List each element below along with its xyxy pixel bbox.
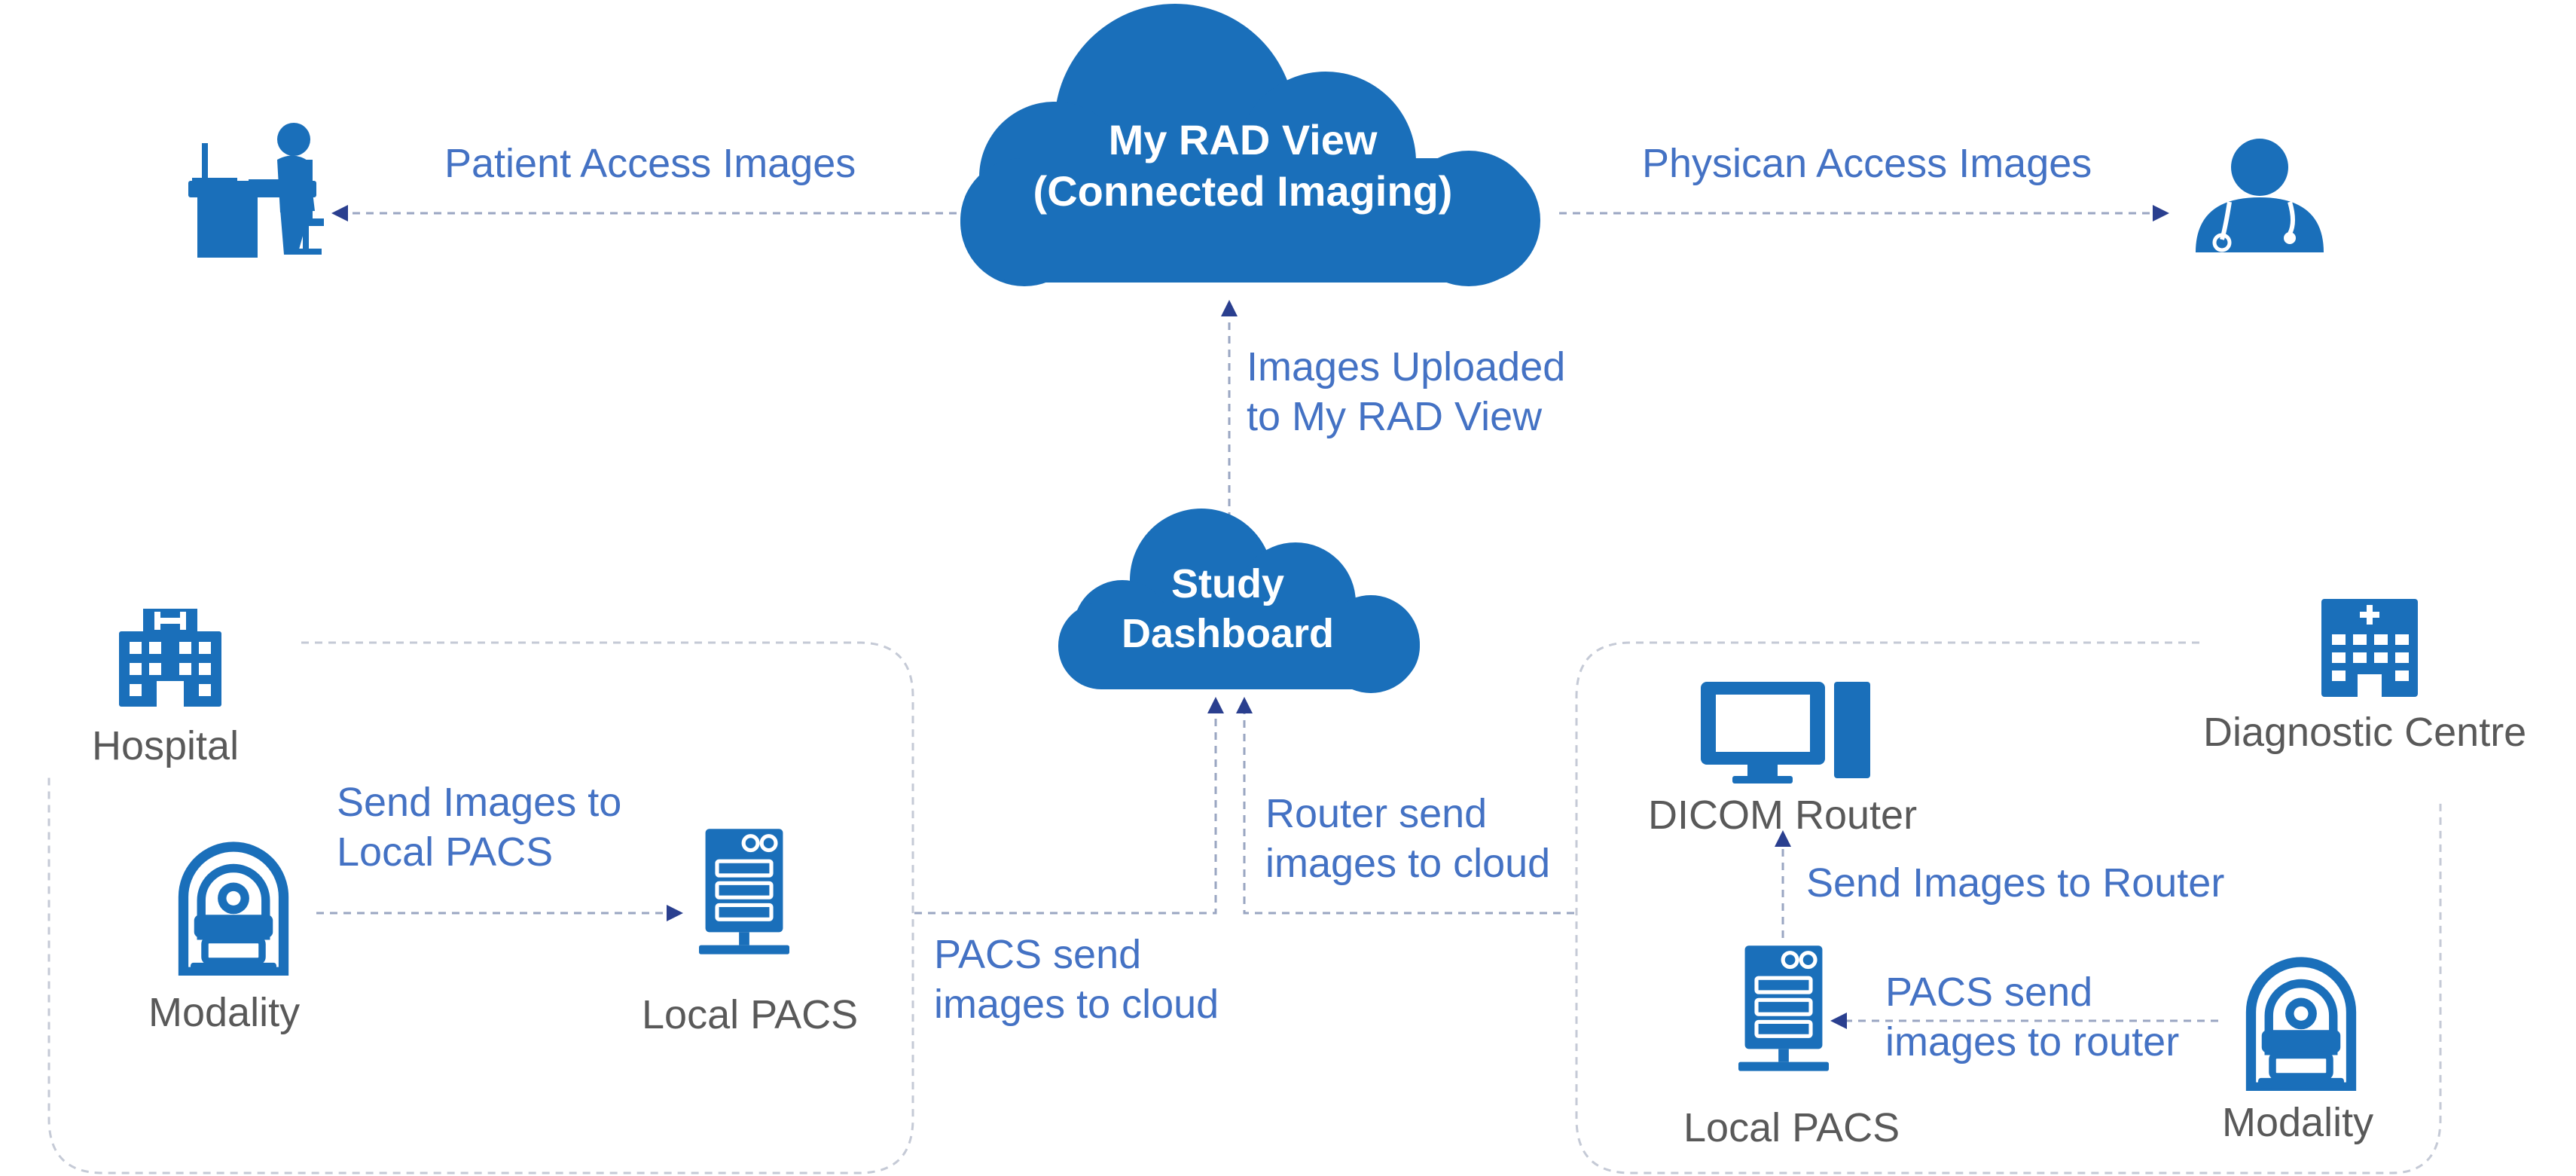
cloud-dashboard-label: Study Dashboard xyxy=(1070,560,1386,659)
uploaded-line2: to My RAD View xyxy=(1247,393,1543,439)
hospital-pacs-icon xyxy=(699,829,789,954)
dicom-router-label: DICOM Router xyxy=(1648,793,1918,838)
pacs-send-router-line2: images to router xyxy=(1885,1019,2180,1065)
arrowheads xyxy=(331,205,2169,1029)
diagnostic-modality-label: Modality xyxy=(2222,1100,2374,1145)
pacs-send-router-label: PACS send images to router xyxy=(1885,968,2179,1068)
send-to-pacs-label: Send Images to Local PACS xyxy=(337,778,621,878)
physician-icon xyxy=(2196,139,2324,252)
hospital-pacs-label: Local PACS xyxy=(642,992,859,1037)
hospital-building-icon xyxy=(119,609,221,707)
cloud-main-label: My RAD View (Connected Imaging) xyxy=(979,115,1506,218)
pacs-send-cloud-line1: PACS send xyxy=(934,932,1142,977)
router-send-line2: images to cloud xyxy=(1265,840,1551,886)
hospital-modality-icon xyxy=(184,847,284,973)
diagnostic-centre-building-icon xyxy=(2321,599,2418,697)
pacs-send-cloud-label: PACS send images to cloud xyxy=(934,930,1219,1030)
router-send-label: Router send images to cloud xyxy=(1265,790,1550,889)
diagnostic-modality-icon xyxy=(2251,962,2352,1088)
router-send-line1: Router send xyxy=(1265,791,1488,836)
connectors xyxy=(316,212,2218,1022)
send-to-pacs-line1: Send Images to xyxy=(337,780,622,825)
diagnostic-boundary xyxy=(1575,641,2442,1174)
hospital-title: Hospital xyxy=(92,723,240,768)
send-to-router-label: Send Images to Router xyxy=(1806,860,2225,906)
diagnostic-pacs-icon xyxy=(1738,945,1829,1071)
pacs-send-router-line1: PACS send xyxy=(1885,970,2093,1015)
cloud-dashboard-line2: Dashboard xyxy=(1121,610,1335,656)
hospital-modality-label: Modality xyxy=(148,990,301,1035)
patient-at-desk-icon xyxy=(188,123,324,258)
cloud-study-dashboard xyxy=(1058,509,1420,693)
uploaded-line1: Images Uploaded xyxy=(1247,344,1566,389)
patient-access-label: Patient Access Images xyxy=(444,141,856,186)
pacs-send-cloud-line2: images to cloud xyxy=(934,981,1219,1027)
uploaded-label: Images Uploaded to My RAD View xyxy=(1247,343,1565,442)
cloud-my-rad-view xyxy=(960,4,1540,286)
hospital-boundary xyxy=(47,641,914,1174)
cloud-dashboard-line1: Study xyxy=(1170,561,1284,606)
send-to-pacs-line2: Local PACS xyxy=(337,829,554,875)
dicom-router-monitor-icon xyxy=(1701,682,1870,783)
cloud-main-line1: My RAD View xyxy=(1108,116,1378,163)
physician-access-label: Physican Access Images xyxy=(1642,141,2092,186)
cloud-main-line2: (Connected Imaging) xyxy=(1033,167,1453,215)
diagnostic-title: Diagnostic Centre xyxy=(2203,710,2527,755)
diagnostic-pacs-label: Local PACS xyxy=(1683,1105,1900,1150)
